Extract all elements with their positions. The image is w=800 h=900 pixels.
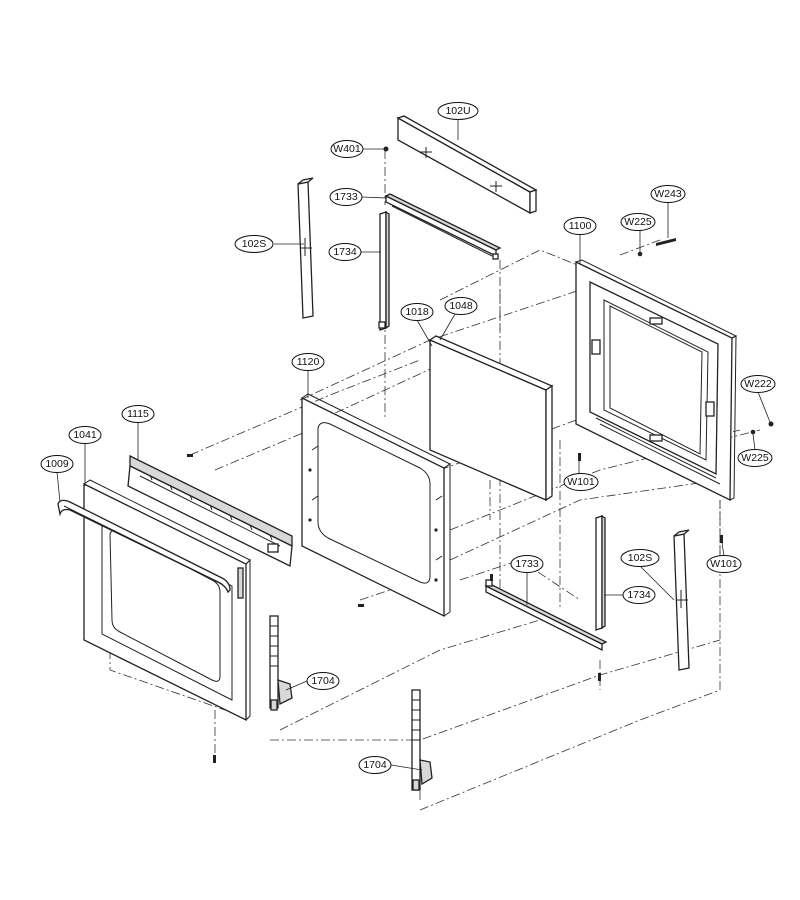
svg-text:1733: 1733 bbox=[515, 558, 539, 570]
callout-102U: 102U bbox=[437, 102, 479, 120]
callout-1009: 1009 bbox=[40, 455, 74, 473]
callout-1048: 1048 bbox=[444, 297, 478, 315]
screws bbox=[187, 146, 774, 763]
svg-text:W101: W101 bbox=[567, 476, 595, 488]
callout-1115: 1115 bbox=[121, 405, 155, 423]
callout-W243: W243 bbox=[650, 185, 686, 203]
part-1120-middle-panel bbox=[301, 393, 451, 618]
callout-1734-bottom: 1734 bbox=[622, 586, 656, 604]
callout-102S-right: 102S bbox=[620, 549, 660, 567]
part-1704-hinge-left bbox=[269, 615, 293, 711]
callout-1704-left: 1704 bbox=[306, 672, 340, 690]
part-1734-side-strip-lower bbox=[595, 514, 606, 631]
screw-W101-a bbox=[578, 453, 581, 461]
screw-W225-right bbox=[750, 429, 756, 435]
svg-text:1733: 1733 bbox=[334, 191, 358, 203]
screw-W401 bbox=[383, 146, 389, 152]
svg-text:1048: 1048 bbox=[449, 300, 473, 312]
part-1041-outer-door bbox=[83, 479, 251, 722]
callout-W401: W401 bbox=[330, 140, 364, 158]
callout-W101-right: W101 bbox=[706, 555, 742, 573]
part-1733-bottom-strip bbox=[484, 579, 608, 652]
svg-text:W243: W243 bbox=[654, 188, 682, 200]
part-1115-vent-trim bbox=[127, 454, 293, 567]
callout-1704-bottom: 1704 bbox=[358, 756, 392, 774]
svg-text:1120: 1120 bbox=[297, 356, 320, 368]
callout-102S-left: 102S bbox=[234, 235, 274, 253]
callout-1733-top: 1733 bbox=[329, 188, 363, 206]
part-1704-hinge-right bbox=[411, 689, 433, 791]
svg-text:102S: 102S bbox=[242, 238, 267, 250]
part-1009-door-handle bbox=[57, 499, 231, 594]
screw-W101-b bbox=[720, 535, 723, 543]
svg-text:1704: 1704 bbox=[311, 675, 335, 687]
svg-text:W101: W101 bbox=[710, 558, 738, 570]
part-1733-top-strip bbox=[384, 193, 502, 260]
screw-W225-top bbox=[637, 251, 643, 257]
svg-text:1100: 1100 bbox=[569, 220, 592, 232]
part-102S-side-trim-left bbox=[297, 177, 314, 319]
svg-text:1041: 1041 bbox=[73, 429, 97, 441]
svg-text:W222: W222 bbox=[744, 378, 772, 390]
svg-text:W401: W401 bbox=[333, 143, 361, 155]
svg-text:1734: 1734 bbox=[627, 589, 651, 601]
svg-text:1704: 1704 bbox=[363, 759, 387, 771]
svg-text:1009: 1009 bbox=[45, 458, 69, 470]
svg-text:W225: W225 bbox=[624, 216, 652, 228]
screw-W222 bbox=[768, 421, 774, 427]
callout-1018: 1018 bbox=[400, 303, 434, 321]
callout-1100: 1100 bbox=[563, 217, 597, 235]
leader-lines bbox=[56, 148, 771, 771]
callout-1734-top: 1734 bbox=[328, 243, 362, 261]
part-1100-inner-frame bbox=[575, 259, 738, 502]
svg-text:1734: 1734 bbox=[333, 246, 357, 258]
svg-text:1018: 1018 bbox=[405, 306, 429, 318]
svg-text:102S: 102S bbox=[628, 552, 653, 564]
callout-1120: 1120 bbox=[291, 353, 325, 371]
callout-1733-bottom: 1733 bbox=[510, 555, 544, 573]
svg-text:1115: 1115 bbox=[127, 408, 149, 420]
part-102U-top-trim bbox=[396, 115, 538, 215]
callout-W225-right: W225 bbox=[737, 449, 773, 467]
callout-W101-center: W101 bbox=[563, 473, 599, 491]
callout-1041: 1041 bbox=[68, 426, 102, 444]
svg-text:102U: 102U bbox=[445, 105, 470, 117]
part-1734-side-strip-upper bbox=[378, 210, 390, 331]
part-1018-1048-glass bbox=[428, 335, 554, 502]
part-102S-side-trim-right bbox=[673, 529, 690, 671]
screw-W243 bbox=[656, 238, 676, 246]
callout-W222: W222 bbox=[740, 375, 776, 393]
svg-text:W225: W225 bbox=[741, 452, 769, 464]
callout-W225-top: W225 bbox=[620, 213, 656, 231]
